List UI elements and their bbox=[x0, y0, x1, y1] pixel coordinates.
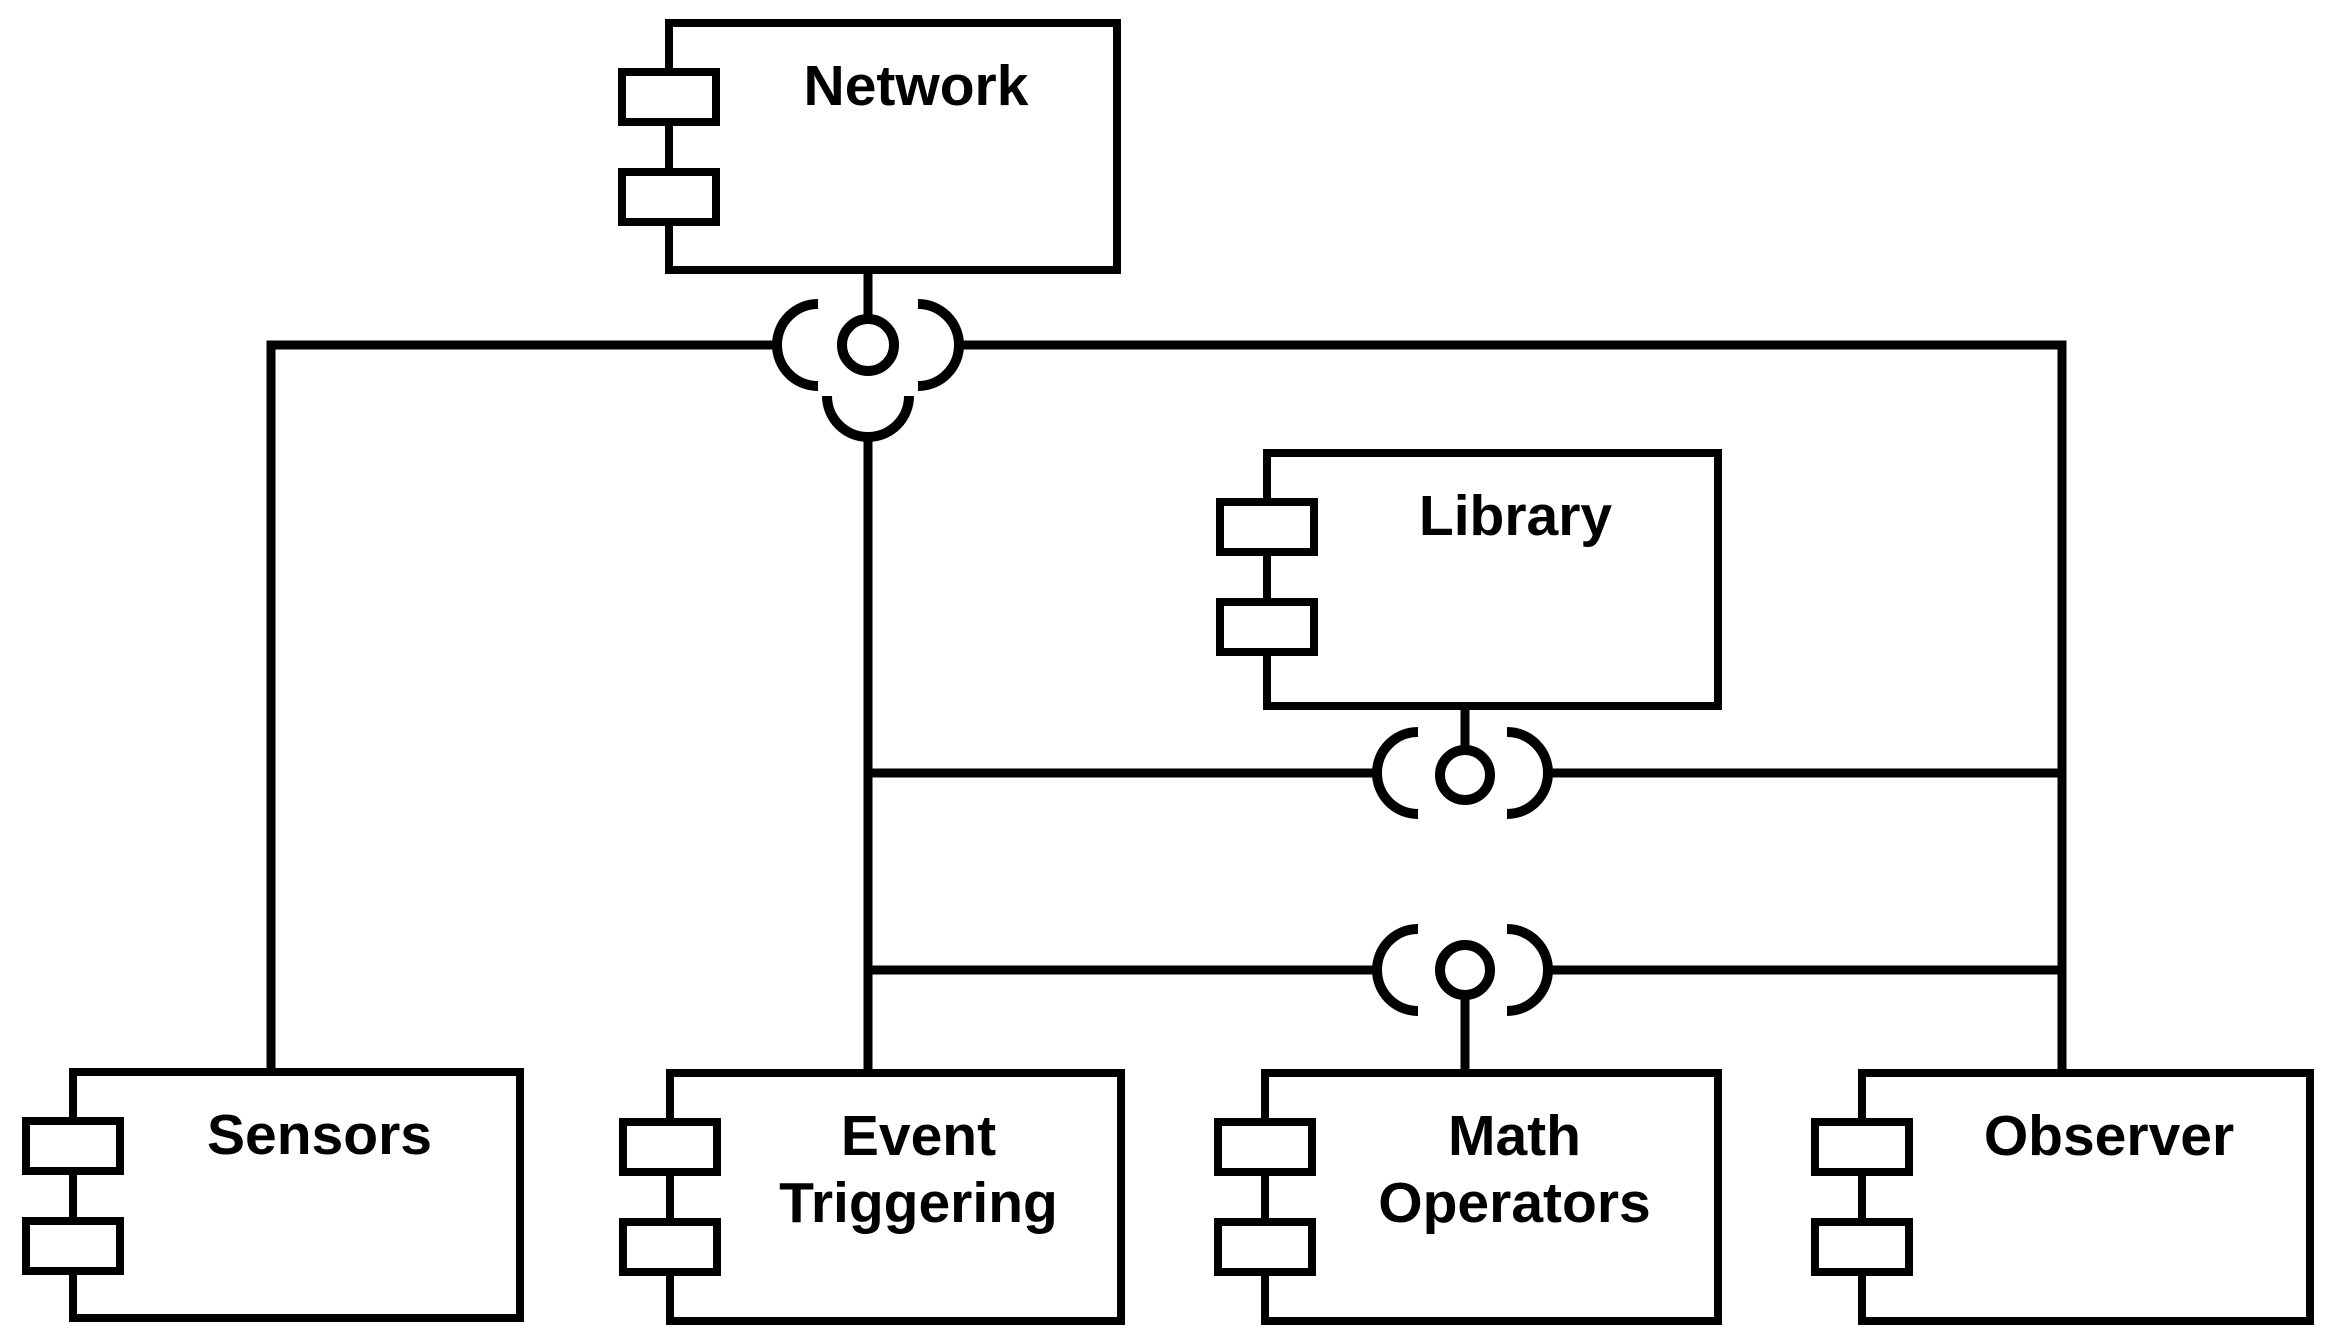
port-tab-icon bbox=[619, 1218, 721, 1276]
component-label-line: Sensors bbox=[207, 1103, 432, 1167]
port-tab-icon bbox=[618, 68, 720, 126]
component-label-line: Library bbox=[1418, 484, 1613, 548]
port-tab-icon bbox=[1811, 1118, 1913, 1176]
port-tab-icon bbox=[619, 1118, 721, 1176]
required-interface-socket-icon bbox=[1372, 727, 1419, 819]
required-interface-socket-icon bbox=[917, 299, 964, 391]
port-tab-icon bbox=[1214, 1218, 1316, 1276]
component-label-line: Operators bbox=[1378, 1171, 1651, 1235]
required-interface-socket-icon bbox=[1372, 924, 1419, 1016]
provided-interface-ball-icon bbox=[1435, 745, 1495, 805]
component-event-triggering: Event Triggering bbox=[619, 1069, 1125, 1325]
component-label-line: Observer bbox=[1983, 1104, 2235, 1168]
provided-interface-ball-icon bbox=[837, 314, 899, 376]
connector-line-to-sensors bbox=[266, 340, 777, 1072]
component-network: Network bbox=[618, 19, 1121, 274]
component-label-line: Network bbox=[803, 54, 1029, 118]
port-tab-icon bbox=[22, 1217, 124, 1275]
component-label-math-operators: Math Operators bbox=[1269, 1103, 1714, 1237]
connector-line-to-observer bbox=[959, 340, 2067, 1073]
component-label-event-triggering: Event Triggering bbox=[674, 1103, 1117, 1237]
required-interface-socket-icon bbox=[772, 299, 819, 391]
component-label-sensors: Sensors bbox=[77, 1102, 516, 1169]
component-label-line: Math bbox=[1448, 1104, 1581, 1168]
port-tab-icon bbox=[22, 1117, 124, 1175]
required-interface-socket-icon bbox=[822, 395, 914, 442]
component-math-operators: Math Operators bbox=[1214, 1069, 1722, 1325]
component-sensors: Sensors bbox=[22, 1068, 524, 1322]
port-tab-icon bbox=[618, 168, 720, 226]
required-interface-socket-icon bbox=[1506, 727, 1553, 819]
component-library: Library bbox=[1216, 449, 1722, 710]
required-interface-socket-icon bbox=[1506, 924, 1553, 1016]
port-tab-icon bbox=[1216, 498, 1318, 556]
component-label-library: Library bbox=[1271, 483, 1714, 550]
port-tab-icon bbox=[1216, 598, 1318, 656]
component-label-line: Event bbox=[840, 1104, 997, 1168]
provided-interface-ball-icon bbox=[1435, 940, 1495, 1000]
component-label-line: Triggering bbox=[779, 1171, 1058, 1235]
port-tab-icon bbox=[1214, 1118, 1316, 1176]
component-label-network: Network bbox=[673, 53, 1113, 120]
port-tab-icon bbox=[1811, 1218, 1913, 1276]
component-observer: Observer bbox=[1811, 1069, 2314, 1325]
component-label-observer: Observer bbox=[1866, 1103, 2306, 1170]
